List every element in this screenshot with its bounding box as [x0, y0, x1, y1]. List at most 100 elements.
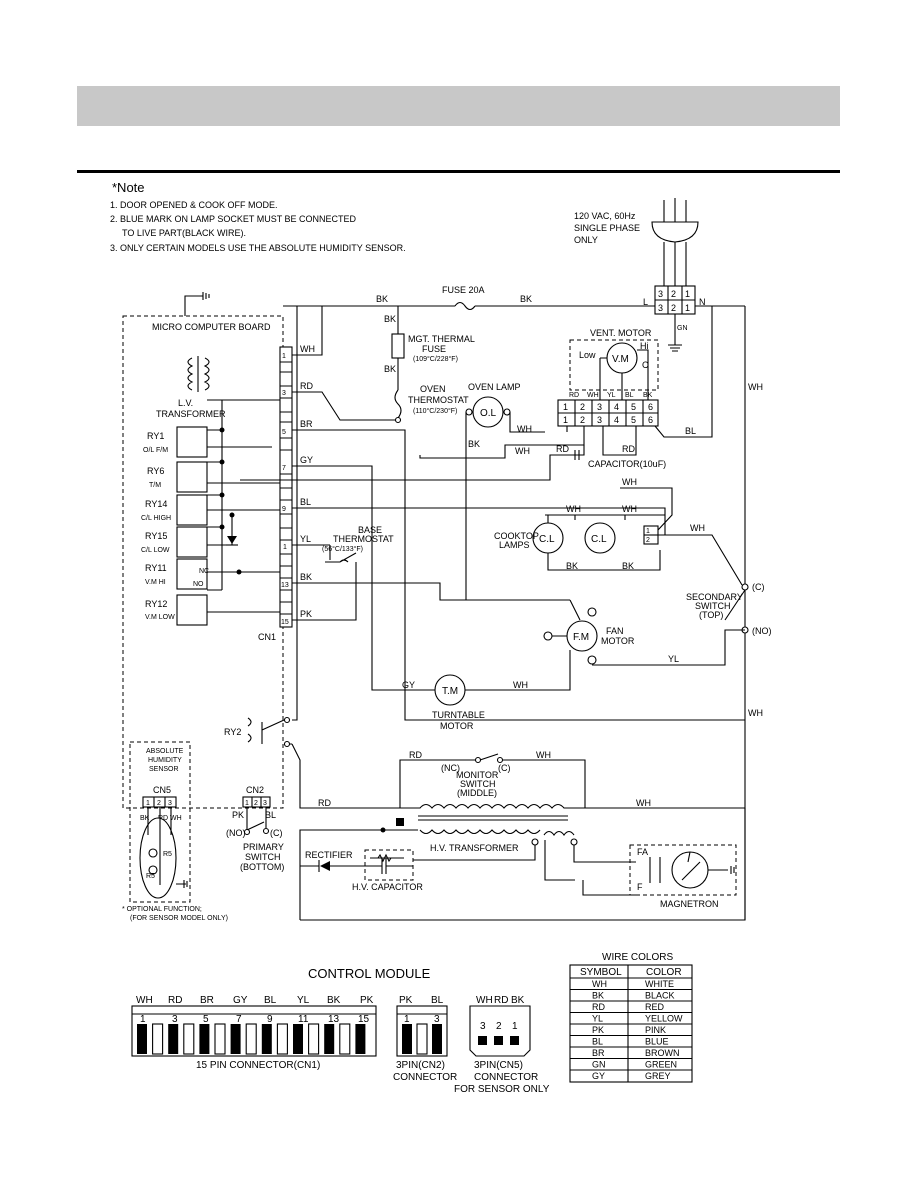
- cm-cn1-caption: 15 PIN CONNECTOR(CN1): [196, 1060, 320, 1071]
- optional-note-1: * OPTIONAL FUNCTION;: [122, 906, 202, 913]
- wc-color: YELLOW: [645, 1014, 683, 1024]
- notes-heading: *Note: [112, 180, 145, 195]
- bt-rating: (56°C/133°F): [322, 545, 363, 553]
- sensor-label-1: ABSOLUTE: [146, 748, 184, 755]
- cap-rd-1: RD: [556, 444, 569, 454]
- bt-label-1: BASE: [358, 525, 382, 535]
- wire-wh-right-2: WH: [748, 708, 763, 718]
- cn1-pin-slot: [230, 1024, 241, 1054]
- ms-label-1: MONITOR: [456, 770, 499, 780]
- relay-ry14: RY14 C/L HIGH: [141, 494, 208, 526]
- wc-color: GREEN: [645, 1060, 677, 1070]
- cm-cn5-cap-2: CONNECTOR: [474, 1072, 538, 1083]
- neutral-label: N: [699, 297, 706, 307]
- cl-pin-2: 2: [646, 537, 650, 544]
- lamp-wh: WH: [517, 424, 532, 434]
- ss-yl: YL: [668, 654, 679, 664]
- cn2-connector: PK BL 1 3 3PIN(CN2) CONNECTOR: [393, 995, 457, 1083]
- cn5-w-bk: BK: [140, 815, 150, 822]
- cn1-pin-3: 3: [282, 390, 286, 397]
- tm-label-1: TURNTABLE: [432, 710, 485, 720]
- wc-color: BLACK: [645, 991, 675, 1001]
- cm-cn1-n15: 15: [358, 1014, 370, 1025]
- ry15-sub: C/L LOW: [141, 547, 170, 554]
- fm-label-1: FAN: [606, 626, 624, 636]
- cm-cn2-cap-2: CONNECTOR: [393, 1072, 457, 1083]
- ry11-label: RY11: [145, 563, 167, 573]
- vc-pin4b: 4: [614, 415, 619, 425]
- cm-cn5-n1: 1: [512, 1021, 518, 1032]
- oven-lamp: OVEN LAMP O.L BK WH: [465, 382, 545, 600]
- wc-color: BROWN: [645, 1048, 680, 1058]
- cn5-connector: WH RD BK 3 2 1 3PIN(CN5) CONNECTOR FOR S…: [454, 995, 550, 1095]
- cm-cn2-cap-1: 3PIN(CN2): [396, 1060, 445, 1071]
- cm-cn1-n11: 11: [298, 1014, 309, 1025]
- cn5-w-wh: WH: [170, 815, 182, 822]
- vc-pin1a: 1: [563, 402, 568, 412]
- cl-bk-2: BK: [622, 561, 634, 571]
- mgt-thermal-fuse: BK BK MGT. THERMAL FUSE (109°C/228°F): [384, 306, 475, 390]
- relay-ry15: RY15 C/L LOW: [141, 526, 238, 558]
- cn1-pin-slot: [214, 1023, 226, 1055]
- wc-symbol: YL: [592, 1014, 603, 1024]
- cm-cn1-w2: RD: [168, 995, 182, 1006]
- cn1-rd: RD: [300, 381, 313, 391]
- ry11-nc: NC: [199, 568, 209, 575]
- mgt-bk-2: BK: [384, 364, 396, 374]
- cn1-pin-9: 9: [282, 506, 286, 513]
- wc-symbol: BK: [592, 991, 604, 1001]
- vm-hi: Hi: [640, 341, 649, 351]
- cm-cn1-n3: 3: [172, 1014, 178, 1025]
- cn5-w-rd: RD: [158, 815, 168, 822]
- vc-w-yl: YL: [607, 392, 616, 399]
- ground-icon: [668, 344, 682, 352]
- sensor-element: [139, 817, 177, 899]
- ms-c: (C): [498, 763, 511, 773]
- cn1-pin-slot: [355, 1024, 366, 1054]
- oven-lamp-label: OVEN LAMP: [468, 382, 521, 392]
- cn1-wh: WH: [300, 344, 315, 354]
- cm-cn5-w2: RD: [494, 995, 508, 1006]
- ps-label-3: (BOTTOM): [240, 862, 284, 872]
- tm-gy: GY: [402, 680, 415, 690]
- control-module-title: CONTROL MODULE: [308, 966, 431, 981]
- ry1-sub: O/L F/M: [143, 447, 168, 454]
- wc-color: RED: [645, 1002, 665, 1012]
- ry15-label: RY15: [145, 531, 167, 541]
- cn1-pin-1: 1: [282, 353, 286, 360]
- ot-label-2: THERMOSTAT: [408, 395, 469, 405]
- primary-switch: CN2 1 2 3 PK BL (NO) (C) PRIMARY SWITCH …: [226, 785, 284, 872]
- optional-note-2: (FOR SENSOR MODEL ONLY): [130, 915, 228, 922]
- wc-symbol: GY: [592, 1071, 605, 1081]
- cn2-bl: BL: [265, 810, 276, 820]
- power-spec-3: ONLY: [574, 235, 598, 245]
- cl-pin-1: 1: [646, 528, 650, 535]
- ss-label-3: (TOP): [699, 610, 723, 620]
- hv-wh: WH: [636, 798, 651, 808]
- cm-cn5-w1: WH: [476, 995, 493, 1006]
- cn1-pin-11: 1: [283, 544, 287, 551]
- vc-pin1b: 1: [563, 415, 568, 425]
- note-2b: TO LIVE PART(BLACK WIRE).: [122, 228, 246, 238]
- ground-label: GN: [677, 325, 688, 332]
- cn1-strip: [279, 346, 293, 628]
- ss-no: (NO): [752, 626, 772, 636]
- cn1-pin-15: 15: [281, 619, 289, 626]
- fuse-label: FUSE 20A: [442, 285, 485, 295]
- cn1-pin-slot: [308, 1023, 320, 1055]
- cn1-pin-5: 5: [282, 429, 286, 436]
- cn1-pin-slot: [199, 1024, 210, 1054]
- hv-capacitor-label: H.V. CAPACITOR: [352, 882, 423, 892]
- note-2: 2. BLUE MARK ON LAMP SOCKET MUST BE CONN…: [110, 214, 357, 224]
- cn5-label: CN5: [153, 785, 171, 795]
- wc-symbol: BR: [592, 1048, 605, 1058]
- control-module: CONTROL MODULE WH RD BR GY BL YL BK PK 1…: [131, 966, 550, 1095]
- magnetron: FA F MAGNETRON: [629, 844, 737, 909]
- vc-wh: WH: [515, 446, 530, 456]
- vc-w-rd: RD: [569, 392, 579, 399]
- wc-symbol: RD: [592, 1002, 605, 1012]
- ry14-label: RY14: [145, 499, 167, 509]
- mgt-rating: (109°C/228°F): [413, 355, 458, 363]
- lvt-label-1: L.V.: [178, 398, 193, 408]
- cm-cn2-w2: BL: [431, 995, 444, 1006]
